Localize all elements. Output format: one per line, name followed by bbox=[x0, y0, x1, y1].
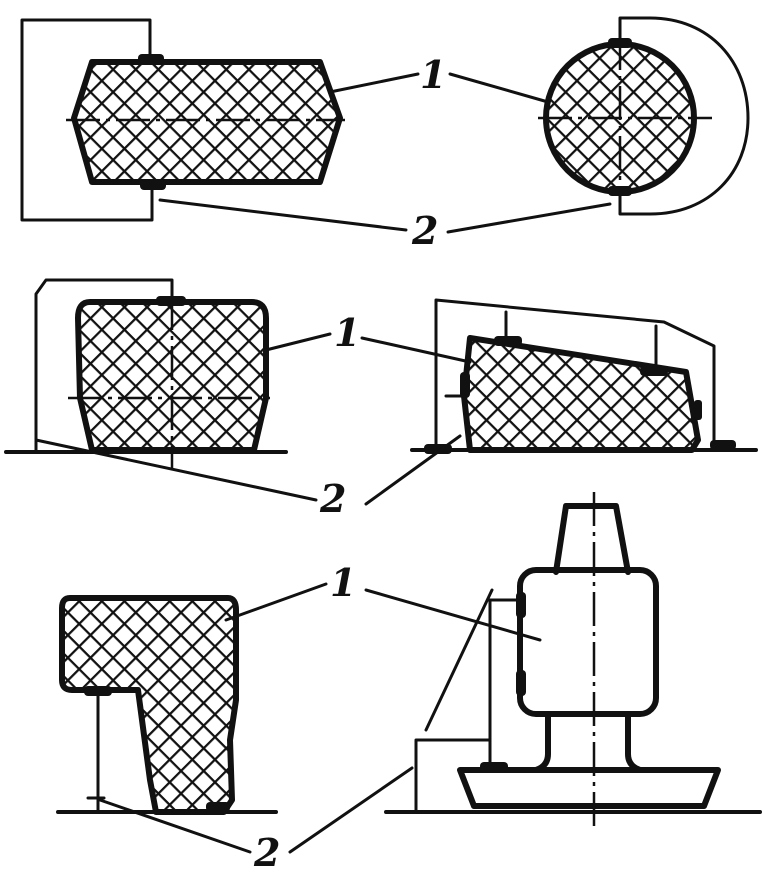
leader-2-right bbox=[446, 202, 612, 234]
leader-2-right bbox=[288, 766, 414, 854]
leader-2-left bbox=[98, 798, 252, 854]
main-body bbox=[517, 567, 659, 717]
support-pad-bottom bbox=[608, 186, 632, 196]
support-pad-side-bottom bbox=[516, 670, 526, 696]
label-part-number: 1 bbox=[330, 560, 356, 605]
support-frame-c bbox=[618, 16, 750, 216]
support-pad-top-right bbox=[640, 366, 668, 376]
row-3-complex-part bbox=[384, 492, 762, 830]
support-pad-bottom bbox=[140, 180, 166, 190]
row-3-leaders: 1 2 bbox=[98, 560, 542, 873]
row-3-l-bracket bbox=[56, 595, 278, 815]
leader-1-left bbox=[264, 332, 332, 352]
leader-1-right bbox=[364, 588, 542, 642]
top-boss bbox=[553, 503, 631, 575]
support-pad-top bbox=[84, 686, 112, 696]
support-frame-outer bbox=[434, 298, 716, 450]
row-1-leaders: 1 2 bbox=[158, 52, 612, 253]
hatched-part-tilted bbox=[461, 335, 701, 453]
leader-1-right bbox=[360, 336, 472, 364]
leader-1-right bbox=[448, 72, 550, 104]
support-pad-side bbox=[460, 372, 470, 398]
hatched-part-l-shape bbox=[59, 595, 239, 815]
support-pad-side-top bbox=[516, 592, 526, 618]
hatched-part-hex bbox=[71, 59, 343, 185]
row-2-block-tilted bbox=[410, 298, 758, 454]
support-pad-top bbox=[138, 54, 164, 64]
support-step bbox=[414, 738, 492, 814]
leader-2-left bbox=[158, 198, 408, 232]
label-part-number: 1 bbox=[334, 310, 360, 355]
support-pad-bottom bbox=[206, 802, 230, 812]
support-frame bbox=[20, 18, 154, 222]
leader-2-right bbox=[364, 434, 462, 506]
support-pad-base-right bbox=[710, 440, 736, 450]
support-pad-top bbox=[156, 296, 186, 306]
label-support-number: 2 bbox=[253, 830, 280, 873]
label-support-number: 2 bbox=[319, 476, 346, 521]
support-diagonal bbox=[424, 588, 494, 732]
leader-1-left bbox=[328, 72, 420, 94]
neck bbox=[533, 711, 643, 773]
row-1-cylinder-horizontal bbox=[20, 18, 345, 222]
leader-1-left bbox=[224, 582, 328, 622]
base-plate bbox=[457, 767, 721, 809]
support-pad-base bbox=[480, 762, 508, 772]
label-support-number: 2 bbox=[411, 208, 438, 253]
support-frame bbox=[34, 278, 174, 452]
row-1-cylinder-round bbox=[538, 16, 750, 216]
label-part-number: 1 bbox=[420, 52, 446, 97]
row-2-block-upright bbox=[4, 278, 288, 470]
leader-2-left bbox=[34, 438, 318, 502]
support-pad-top bbox=[608, 38, 632, 48]
support-pad-right-side bbox=[694, 400, 702, 420]
support-pad-top-left bbox=[494, 336, 522, 346]
row-2-leaders: 1 2 bbox=[34, 310, 472, 521]
